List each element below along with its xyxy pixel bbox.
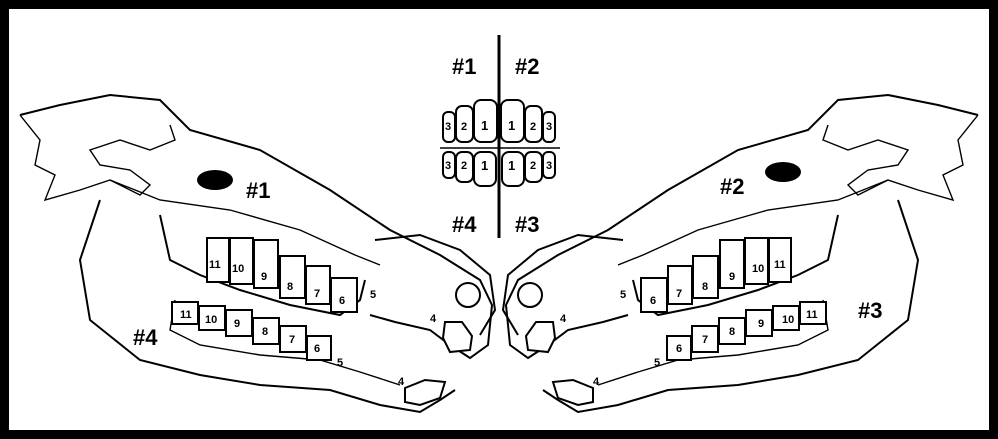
upper-left-incisor-3-label: 3	[445, 121, 451, 133]
right-skull-brow	[823, 115, 978, 200]
right-upper-tooth-8-label: 8	[702, 281, 708, 293]
left-lower-tooth-10-label: 10	[205, 314, 217, 326]
lower-left-incisor-3-label: 3	[445, 160, 451, 172]
right-lower-canine-label: 5	[654, 357, 660, 369]
left-upper-tooth-10-label: 10	[232, 263, 244, 275]
incisor-chart: #1 #2 #4 #3 3 2 1 1 2 3 3 2 1 1 2 3	[440, 35, 560, 238]
quadrant-3-label: #3	[515, 212, 539, 237]
left-lower-tooth-9-label: 9	[234, 318, 240, 330]
lower-left-incisor-1-label: 1	[481, 158, 488, 173]
right-lower-tooth-9-label: 9	[758, 318, 764, 330]
right-lower-tooth-7-label: 7	[702, 334, 708, 346]
left-lower-tooth-7-label: 7	[289, 334, 295, 346]
lower-right-incisor-2-label: 2	[530, 160, 536, 172]
right-lower-tooth-8-label: 8	[729, 326, 735, 338]
upper-right-incisor-1-label: 1	[508, 118, 515, 133]
right-lower-tooth-10-label: 10	[782, 314, 794, 326]
right-upper-incisors	[526, 322, 555, 352]
right-upper-tooth-10-label: 10	[752, 263, 764, 275]
upper-left-incisor-1-label: 1	[481, 118, 488, 133]
right-upper-canine-label: 5	[620, 289, 626, 301]
upper-left-incisor-2-label: 2	[461, 121, 467, 133]
left-upper-tooth-11-label: 11	[209, 259, 221, 271]
right-upper-jaw-label: #2	[720, 174, 744, 199]
right-nostril	[518, 283, 542, 307]
left-upper-canine-label: 5	[370, 289, 376, 301]
right-skull	[503, 95, 978, 412]
right-lower-jaw-label: #3	[858, 298, 882, 323]
left-lower-canine-label: 5	[337, 357, 343, 369]
lower-left-incisor-2-label: 2	[461, 160, 467, 172]
right-upper-incisor-label: 4	[560, 313, 567, 325]
left-upper-tooth-10	[230, 238, 253, 284]
right-upper-tooth-11-label: 11	[774, 259, 786, 271]
left-upper-tooth-6-label: 6	[339, 295, 345, 307]
right-upper-tooth-6-label: 6	[650, 295, 656, 307]
left-upper-tooth-7-label: 7	[314, 288, 320, 300]
right-upper-tooth-9-label: 9	[729, 271, 735, 283]
quadrant-2-label: #2	[515, 54, 539, 79]
left-lower-jaw-label: #4	[133, 325, 158, 350]
left-upper-incisors	[443, 322, 472, 352]
left-upper-tooth-9-label: 9	[261, 271, 267, 283]
lower-right-incisor-3-label: 3	[546, 160, 552, 172]
right-upper-tooth-7-label: 7	[676, 288, 682, 300]
right-upper-tooth-10	[745, 238, 768, 284]
right-lower-tooth-6-label: 6	[676, 343, 682, 355]
quadrant-4-label: #4	[452, 212, 477, 237]
left-lower-tooth-8-label: 8	[262, 326, 268, 338]
lower-right-incisor-1-label: 1	[508, 158, 515, 173]
left-lower-tooth-6-label: 6	[314, 343, 320, 355]
upper-right-incisor-2-label: 2	[530, 121, 536, 133]
right-lower-incisor-label: 4	[593, 376, 600, 388]
right-skull-foramen	[765, 162, 801, 182]
left-skull-foramen	[197, 170, 233, 190]
left-lower-incisor-label: 4	[398, 376, 405, 388]
quadrant-1-label: #1	[452, 54, 476, 79]
left-upper-jaw-label: #1	[246, 178, 270, 203]
upper-right-incisor-3-label: 3	[546, 121, 552, 133]
left-lower-tooth-11-label: 11	[180, 309, 192, 321]
right-lower-tooth-11-label: 11	[806, 309, 818, 321]
left-skull-brow	[20, 115, 175, 200]
left-upper-tooth-8-label: 8	[287, 281, 293, 293]
left-upper-incisor-label: 4	[430, 313, 437, 325]
left-nostril	[456, 283, 480, 307]
